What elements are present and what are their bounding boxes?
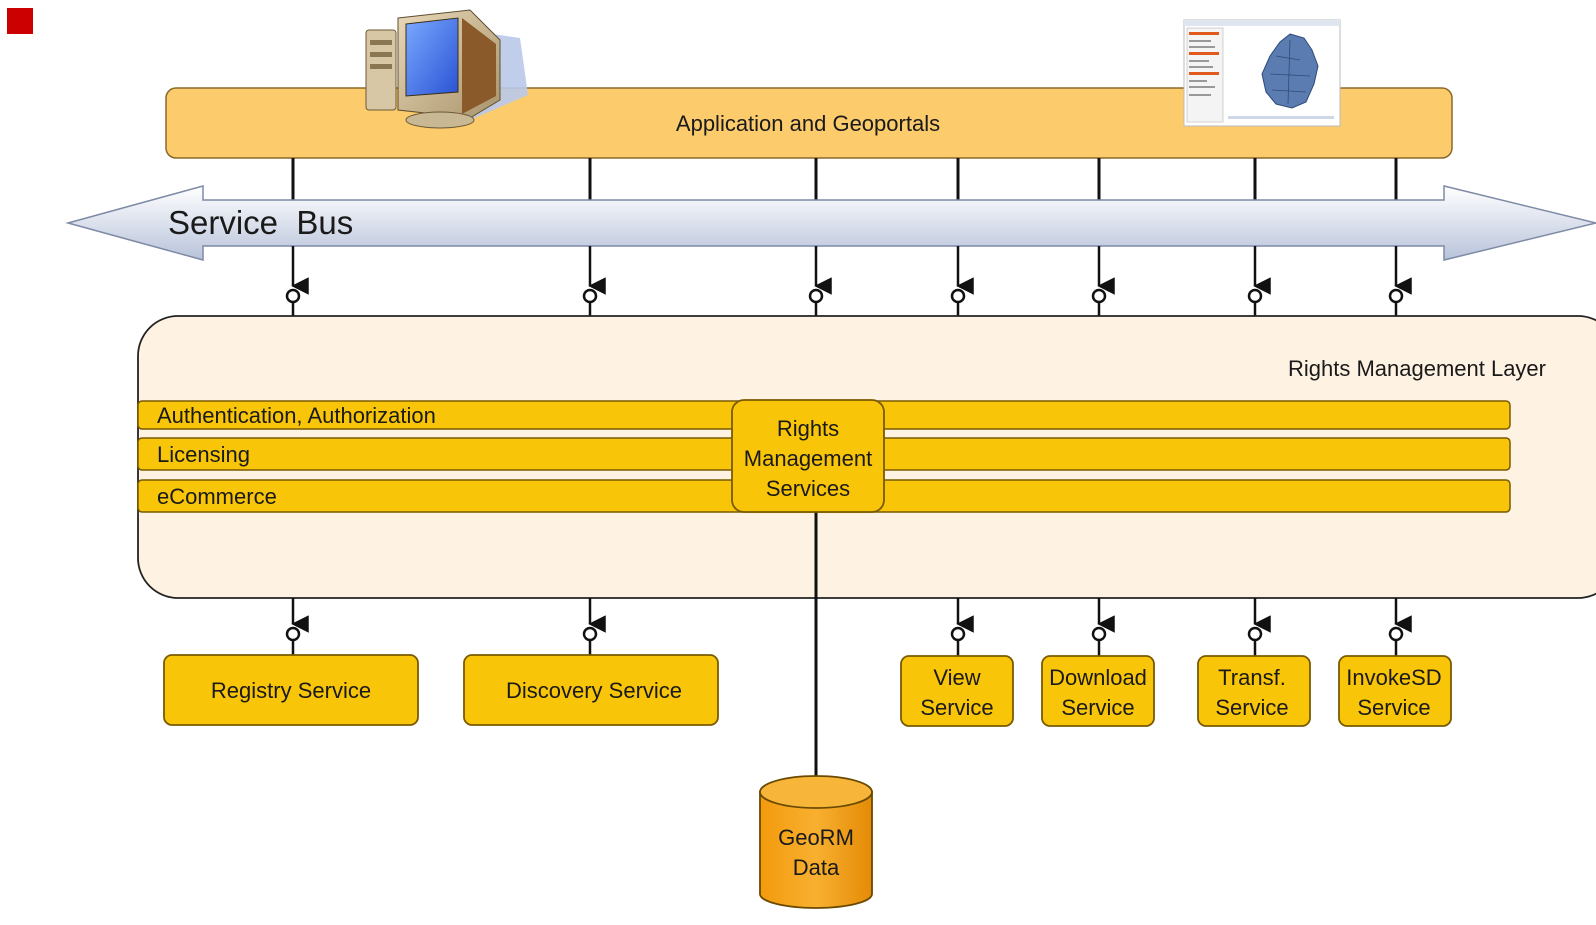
service-registry: Registry Service: [163, 654, 419, 726]
service-transf-line-1: Transf.: [1218, 665, 1286, 690]
rights-layer-title: Rights Management Layer: [1288, 356, 1546, 381]
slide-bullet: [7, 8, 33, 34]
bar-licensing-label: Licensing: [157, 442, 250, 467]
app-bus-connectors: [291, 158, 1398, 200]
service-discovery: Discovery Service: [463, 654, 719, 726]
application-bar-label: Application and Geoportals: [676, 111, 940, 136]
service-view-line-1: View: [933, 665, 980, 690]
database-line-1: GeoRM: [778, 825, 854, 850]
rms-line-3: Services: [766, 476, 850, 501]
service-invokesd-line-2: Service: [1357, 695, 1430, 720]
bar-ecommerce-label: eCommerce: [157, 484, 277, 509]
service-discovery-label: Discovery Service: [506, 678, 682, 703]
map-screenshot-icon: [1183, 19, 1341, 127]
bus-layer-connectors: [285, 246, 1412, 316]
rights-management-services-box: [731, 399, 885, 513]
service-bus-label: Service Bus: [168, 204, 353, 241]
service-invokesd: InvokeSD Service: [1338, 655, 1452, 727]
service-transf: Transf. Service: [1197, 655, 1311, 727]
rms-line-1: Rights: [777, 416, 839, 441]
service-download-line-2: Service: [1061, 695, 1134, 720]
service-transf-line-2: Service: [1215, 695, 1288, 720]
layer-service-connectors: [285, 598, 1412, 656]
database-line-2: Data: [793, 855, 840, 880]
georm-database: GeoRM Data: [759, 775, 873, 909]
computer-icon: [365, 9, 528, 129]
service-download: Download Service: [1041, 655, 1155, 727]
rms-line-2: Management: [744, 446, 872, 471]
service-invokesd-line-1: InvokeSD: [1346, 665, 1441, 690]
bar-authentication-label: Authentication, Authorization: [157, 403, 436, 428]
service-view-line-2: Service: [920, 695, 993, 720]
service-registry-label: Registry Service: [211, 678, 371, 703]
service-view: View Service: [900, 655, 1014, 727]
service-bus-arrow: [65, 185, 1596, 261]
service-download-line-1: Download: [1049, 665, 1147, 690]
